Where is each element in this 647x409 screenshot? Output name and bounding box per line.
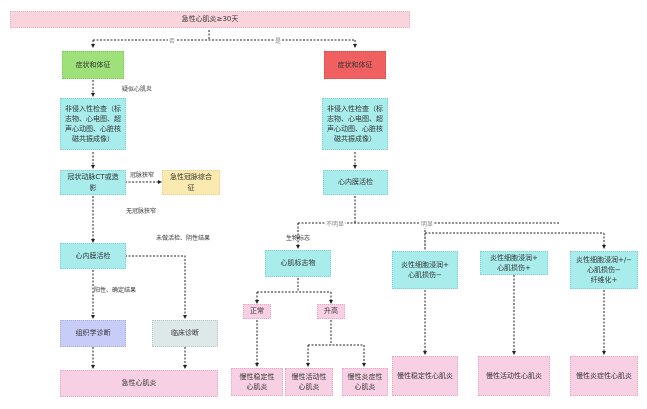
edge-biopsy-clinical bbox=[125, 255, 186, 318]
root-node: 急性心肌炎≥30天 bbox=[10, 11, 410, 28]
edge-label-obvious: 明显 bbox=[420, 219, 435, 228]
edge-label-done: 阳性、确定结果 bbox=[94, 287, 137, 294]
edge-label-no-stenosis: 无冠脉狭窄 bbox=[126, 208, 157, 215]
outcome-small-inflammatory: 慢性炎症性 心肌炎 bbox=[342, 368, 388, 396]
normal-node: 正常 bbox=[243, 304, 271, 319]
histology-node: 组织学诊断 bbox=[60, 320, 126, 347]
right-symptoms-node: 症状和体征 bbox=[324, 51, 386, 79]
acute-myocarditis-node: 急性心肌炎 bbox=[60, 370, 218, 397]
coronary-node: 冠状动脉CT或造影 bbox=[60, 170, 126, 195]
edge-label-yes: 是 bbox=[274, 36, 283, 45]
marker-node: 心肌标志物 bbox=[265, 250, 331, 277]
edge-label-not-obvious: 不明显 bbox=[325, 219, 346, 228]
edge-label-suspect: 疑似心肌炎 bbox=[122, 86, 153, 93]
edge-label-stenosis: 冠脉狭窄 bbox=[130, 172, 155, 179]
edge-elevated-outcome bbox=[307, 320, 365, 366]
edge-label-marker: 生物标志 bbox=[286, 235, 311, 242]
outcome-large-inflammatory: 慢性炎症性心肌炎 bbox=[570, 356, 638, 396]
outcome-large-stable: 慢性稳定性心肌炎 bbox=[392, 356, 458, 396]
edge-marker-split bbox=[256, 278, 332, 303]
elevated-node: 升高 bbox=[317, 304, 345, 319]
outcome-small-active: 慢性活动性 心肌炎 bbox=[285, 368, 333, 396]
inflam1-node: 炎性细胞浸润+ 心肌损伤− bbox=[392, 251, 458, 289]
edge-label-no: 否 bbox=[168, 36, 177, 45]
edge-root-split bbox=[92, 30, 356, 47]
inflam3-node: 炎性细胞浸润+/− 心肌损伤− 纤维化+ bbox=[570, 251, 638, 289]
clinical-node: 临床诊断 bbox=[152, 320, 218, 347]
edge-obvious-split bbox=[424, 223, 605, 250]
right-noninvasive-node: 非侵入性检查（标 志物、心电图、超 声心动图、心脏核 磁共振成像） bbox=[322, 98, 388, 150]
outcome-small-stable: 慢性稳定性 心肌炎 bbox=[231, 368, 283, 396]
outcome-large-active: 慢性活动性心肌炎 bbox=[478, 356, 550, 396]
edge-label-not-done: 未做活检、阴性结果 bbox=[156, 235, 211, 242]
left-noninvasive-node: 非侵入性检查（标 志物、心电图、超 声心动图、心脏核 磁共振成像） bbox=[60, 98, 126, 150]
right-biopsy-node: 心内膜活检 bbox=[323, 170, 388, 195]
left-biopsy-node: 心内膜活检 bbox=[60, 243, 126, 269]
left-symptoms-node: 症状和体征 bbox=[62, 51, 124, 79]
acs-node: 急性冠脉综合征 bbox=[162, 170, 220, 195]
inflam2-node: 炎性细胞浸润+ 心肌损伤+ bbox=[480, 251, 548, 275]
